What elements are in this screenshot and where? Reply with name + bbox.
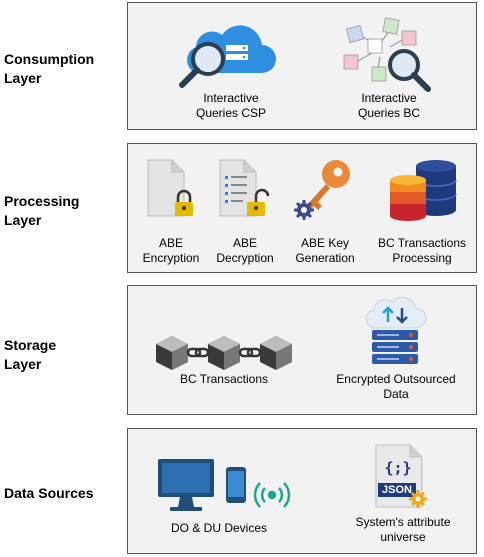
- cloud-search-icon: [179, 25, 276, 88]
- encrypted-outsourced-data-caption: Encrypted Outsourced Data: [336, 372, 456, 401]
- blockchain-search-icon: [343, 17, 431, 92]
- cloud-server-icon: [365, 296, 427, 364]
- blockchain-chain-icon: [156, 336, 292, 370]
- interactive-queries-bc-caption: Interactive Queries BC: [357, 91, 421, 120]
- decrypted-document-icon: [219, 159, 270, 217]
- key-gear-icon: [294, 160, 350, 220]
- processing-layer-label: Processing Layer: [4, 193, 80, 228]
- abe-encryption-caption: ABE Encryption: [142, 236, 200, 265]
- consumption-panel: Interactive Queries CSP Interactive Quer…: [127, 2, 477, 130]
- processing-panel: ABE Encryption ABE Decryption AB: [127, 143, 477, 273]
- database-stack-icon: [390, 160, 457, 221]
- json-label: JSON: [382, 484, 412, 496]
- data-sources-label: Data Sources: [4, 485, 94, 501]
- abe-key-generation-caption: ABE Key Generation: [295, 236, 355, 265]
- storage-layer-label: Storage Layer: [4, 337, 57, 372]
- bc-transactions-processing-caption: BC Transactions Processing: [377, 236, 467, 265]
- data-sources-panel: DO & DU Devices {;} JSON System's attrib…: [127, 428, 477, 554]
- storage-panel: BC Transactions Encrypted Outsourced Dat…: [127, 285, 477, 415]
- interactive-queries-csp-caption: Interactive Queries CSP: [195, 91, 267, 120]
- system-attribute-universe-caption: System's attribute universe: [355, 515, 451, 544]
- encrypted-document-icon: [147, 159, 193, 217]
- bc-transactions-caption: BC Transactions: [179, 372, 269, 386]
- abe-decryption-caption: ABE Decryption: [216, 236, 274, 265]
- json-braces: {;}: [384, 459, 412, 477]
- do-du-devices-caption: DO & DU Devices: [170, 521, 268, 535]
- json-document-icon: {;} JSON: [374, 443, 432, 511]
- devices-icon: [158, 459, 291, 511]
- consumption-layer-label: Consumption Layer: [4, 51, 95, 86]
